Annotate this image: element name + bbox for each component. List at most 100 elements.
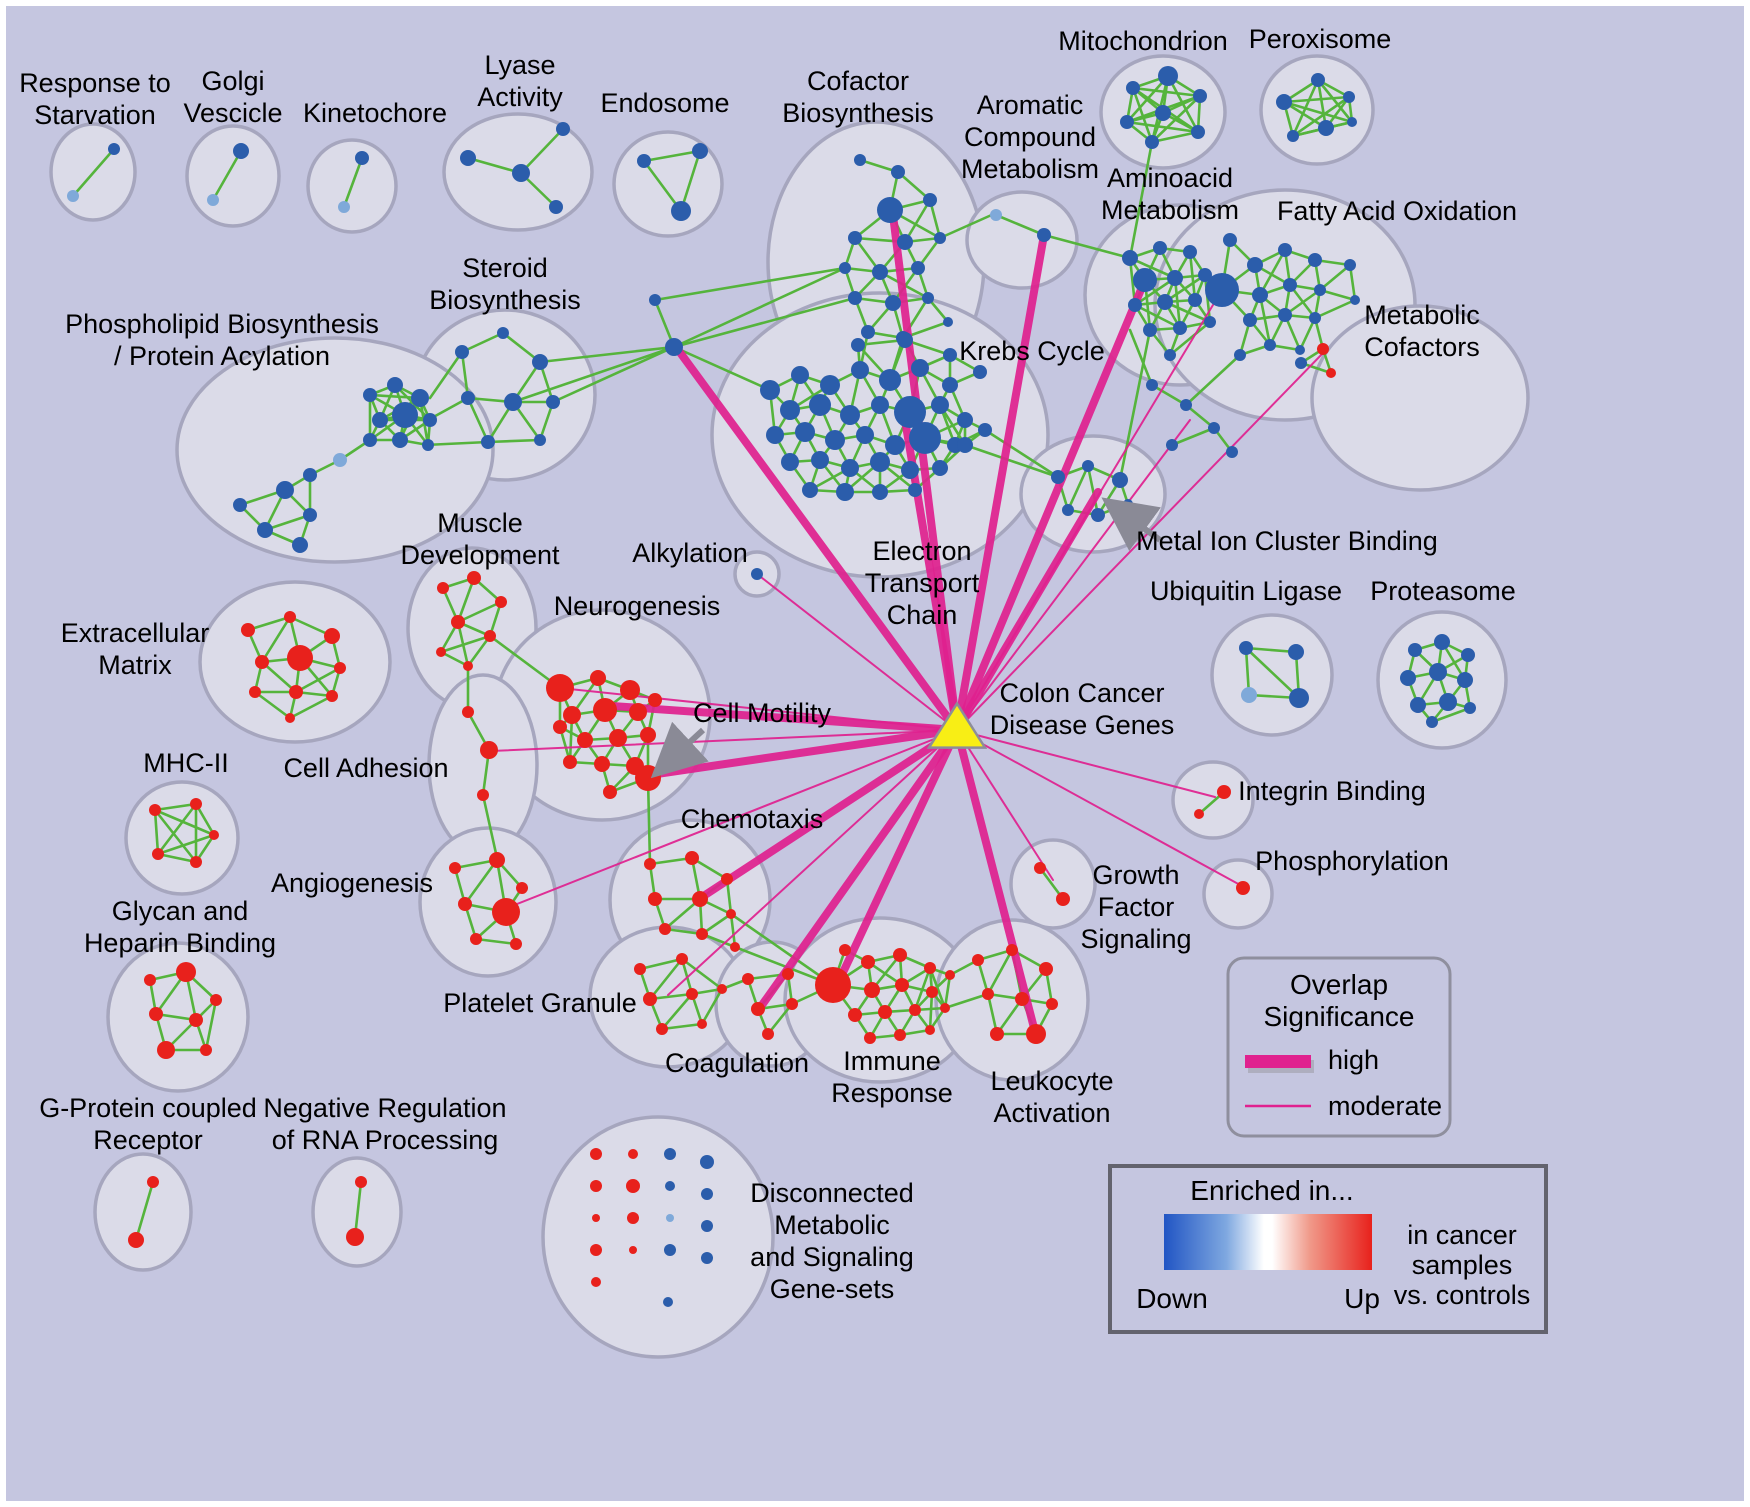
gene-set-node [147, 1176, 159, 1188]
green-edge [488, 634, 562, 690]
metal-ion-cluster-binding-label: Metal Ion Cluster Binding [1136, 526, 1438, 556]
gene-set-node [934, 232, 946, 244]
gene-set-node [685, 851, 699, 865]
overlap-edge-moderate [956, 419, 1191, 731]
gene-set-node [943, 317, 953, 327]
gene-set-node [893, 948, 907, 962]
green-edge [1170, 426, 1216, 447]
gene-set-node [1122, 250, 1138, 266]
gene-set-node [762, 1028, 774, 1040]
integrin-binding-label: Integrin Binding [1238, 776, 1426, 806]
gene-set-node [692, 143, 708, 159]
gene-set-node [1439, 693, 1457, 711]
gene-set-node [1344, 259, 1356, 271]
gene-set-node [534, 434, 546, 446]
gene-set-node [546, 674, 574, 702]
overlap-edge-high [672, 343, 961, 734]
gene-set-node [856, 426, 874, 444]
phosphorylation-label: Phosphorylation [1255, 846, 1449, 876]
gene-set-node [659, 923, 671, 935]
gene-set-node [634, 963, 646, 975]
green-edge [660, 1022, 704, 1031]
green-edge [943, 973, 952, 1010]
gene-set-node [1429, 663, 1447, 681]
angiogenesis-cluster-ellipse [418, 826, 558, 978]
green-edge [460, 331, 505, 354]
gene-set-node [1112, 472, 1128, 488]
gene-set-node [190, 798, 202, 810]
gene-set-node [841, 459, 859, 477]
green-edge [538, 345, 676, 364]
gene-set-node [696, 928, 708, 940]
gene-set-node [392, 432, 408, 448]
kinetochore-label: Kinetochore [303, 98, 447, 128]
green-edge [983, 428, 1060, 479]
gene-set-node [593, 698, 617, 722]
gene-set-node [894, 1029, 906, 1041]
green-edge [134, 1180, 155, 1242]
gene-set-node [730, 942, 740, 952]
cell-motility-pointer [650, 721, 709, 779]
gene-set-node [1123, 499, 1133, 509]
gene-set-node [387, 377, 403, 393]
gene-set-node [751, 1002, 765, 1016]
gene-set-node [629, 1246, 637, 1254]
green-edge [663, 927, 704, 936]
gene-set-node [861, 325, 875, 339]
gene-set-node [287, 645, 313, 671]
gene-set-node [592, 1214, 600, 1222]
gene-set-node [664, 1244, 676, 1256]
gene-set-node [640, 727, 656, 743]
gene-set-node [879, 369, 901, 391]
gene-set-node [1091, 508, 1105, 522]
gene-set-node [871, 396, 889, 414]
gene-set-node [591, 1277, 601, 1287]
gene-set-node [940, 1003, 950, 1013]
gene-set-node [781, 453, 799, 471]
gene-set-node [495, 596, 507, 608]
mhc-ii-cluster-ellipse [124, 780, 240, 896]
gene-set-node [1205, 273, 1239, 307]
green-edge [1244, 646, 1298, 654]
legend-enriched-up-label: Up [1344, 1283, 1380, 1314]
gene-set-node [249, 686, 261, 698]
colon-cancer-hub-triangle [926, 701, 988, 749]
gene-set-node [982, 988, 994, 1000]
gene-set-node [210, 994, 222, 1006]
gene-set-node [766, 426, 784, 444]
green-edge [672, 296, 857, 349]
gene-set-node [1408, 643, 1422, 657]
gene-set-node [603, 785, 617, 799]
gene-set-node [1295, 345, 1305, 355]
gene-set-node [563, 755, 577, 769]
metal-ion-pointer [1101, 497, 1162, 552]
gene-set-node [840, 405, 860, 425]
gene-set-node [701, 1252, 713, 1264]
gene-set-node [742, 973, 754, 985]
gene-set-node [663, 1297, 673, 1307]
gene-set-node [1193, 89, 1207, 103]
green-edge [439, 650, 470, 668]
gene-set-node [1126, 81, 1140, 95]
gene-set-node [945, 970, 955, 980]
gene-set-node [333, 453, 347, 467]
gene-set-node [973, 365, 987, 379]
gene-set-node [864, 982, 880, 998]
gene-set-node [1015, 992, 1029, 1006]
gene-set-node [1347, 117, 1357, 127]
legend-moderate-label: moderate [1328, 1091, 1442, 1121]
gene-set-node [1204, 316, 1216, 328]
peroxisome-label: Peroxisome [1249, 24, 1392, 54]
gene-set-node [363, 388, 377, 402]
